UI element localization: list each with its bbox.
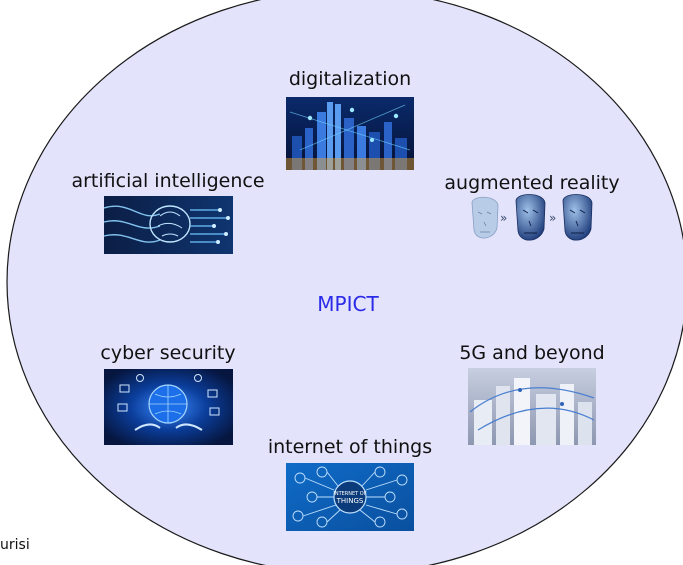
node-label-augmented-reality: augmented reality bbox=[444, 172, 620, 194]
iot-badge-line1: INTERNET OF bbox=[333, 491, 366, 497]
node-label-5g-and-beyond: 5G and beyond bbox=[459, 342, 605, 364]
node-label-cyber-security: cyber security bbox=[100, 342, 236, 364]
svg-text:»: » bbox=[500, 211, 507, 225]
brain-circuit-image bbox=[103, 196, 233, 254]
city-signal-image bbox=[468, 368, 596, 445]
city-skyline-network-image bbox=[286, 97, 414, 170]
node-label-digitalization: digitalization bbox=[288, 68, 412, 90]
corner-text: urisi bbox=[0, 537, 30, 553]
3d-face-mesh-image: » » bbox=[471, 194, 593, 241]
iot-badge-line2: THINGS bbox=[336, 497, 364, 505]
node-label-internet-of-things: internet of things bbox=[267, 436, 433, 458]
svg-text:»: » bbox=[549, 211, 556, 225]
iot-network-image: INTERNET OF THINGS bbox=[286, 463, 414, 531]
center-label-mpict: MPICT bbox=[317, 292, 379, 316]
node-label-artificial-intelligence: artificial intelligence bbox=[71, 170, 265, 192]
globe-hands-icons-image bbox=[104, 369, 233, 445]
